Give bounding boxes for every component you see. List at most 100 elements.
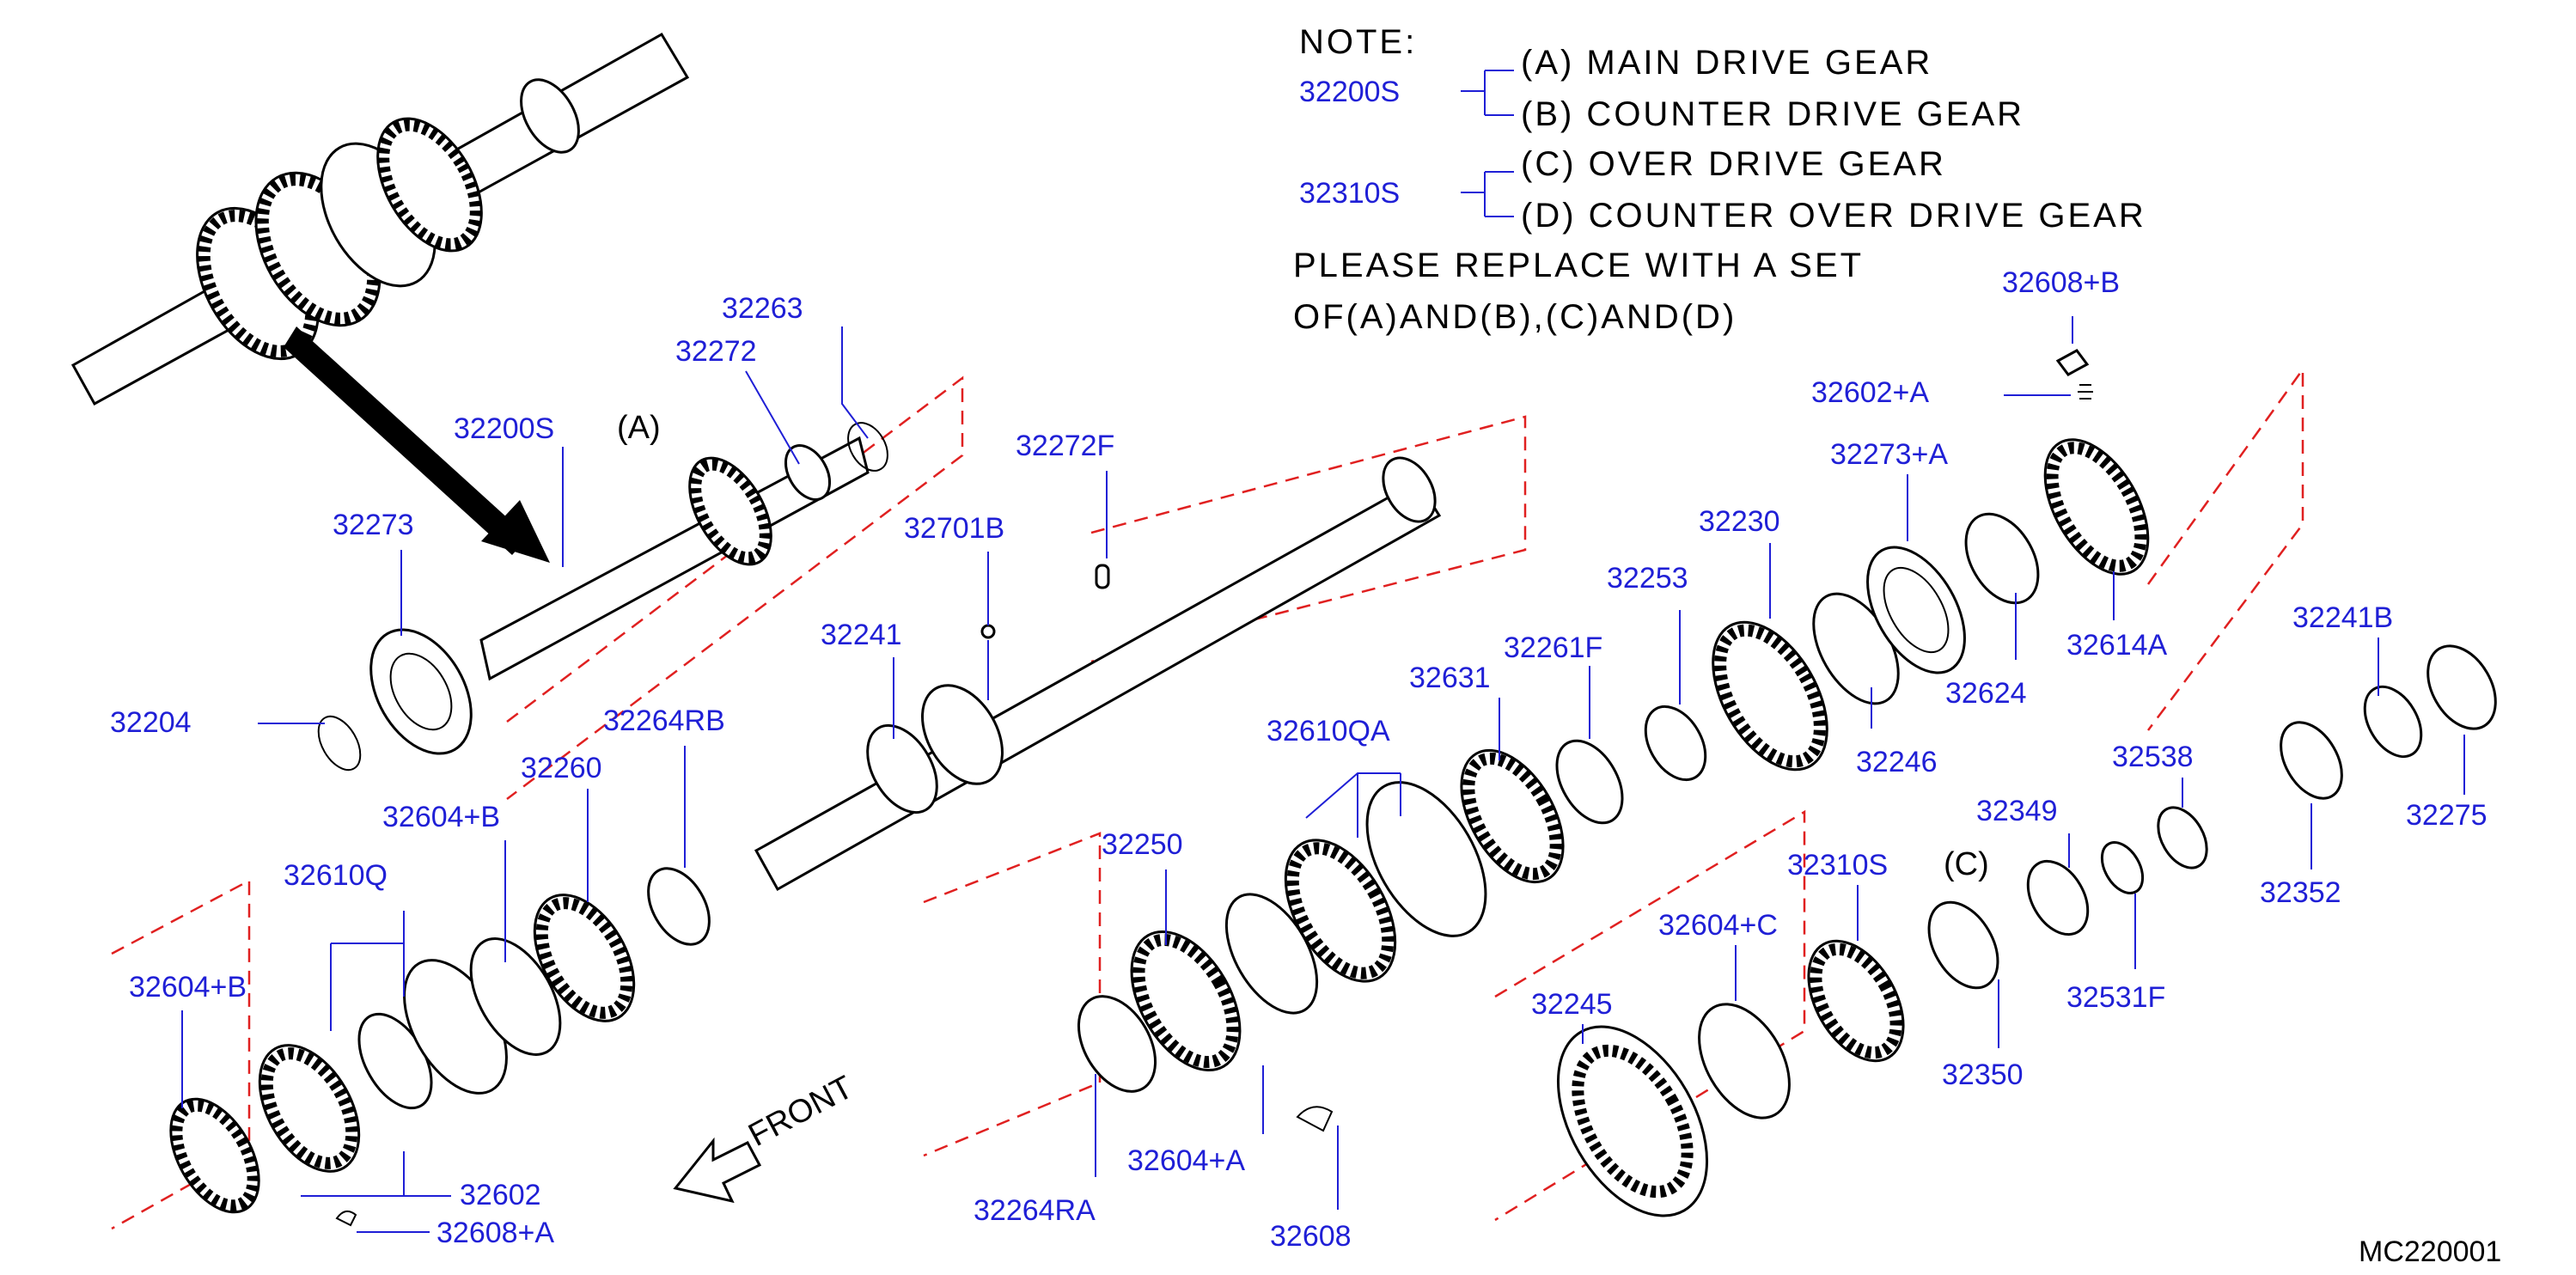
label-32230: 32230 — [1699, 505, 1780, 538]
note-item-b: (B) COUNTER DRIVE GEAR — [1521, 95, 2024, 133]
label-32204: 32204 — [110, 706, 192, 739]
note-bracket-c-d — [1461, 171, 1514, 217]
group-outlines — [111, 366, 2304, 1230]
note-item-a: (A) MAIN DRIVE GEAR — [1521, 44, 1932, 82]
bushing-32349 — [2026, 859, 2090, 936]
leader-32610Q — [330, 911, 405, 1031]
thrust-bearing-32538 — [2157, 806, 2208, 869]
spring-32602A — [2078, 384, 2093, 400]
label-32250: 32250 — [1102, 828, 1183, 861]
sleeve-32245 — [1556, 1025, 1709, 1217]
key-32608 — [1296, 1106, 1334, 1132]
outline-shaft — [1090, 415, 1527, 663]
label-32531F: 32531F — [2066, 981, 2165, 1014]
label-32272F: 32272F — [1016, 430, 1114, 462]
main-drive-gear-assembly — [317, 422, 888, 772]
hub-32610QA-teeth — [1286, 842, 1395, 979]
bearing-32273A — [1866, 546, 1966, 674]
mainshaft-collar-2 — [921, 684, 1004, 785]
label-32200S: 32200S — [454, 412, 554, 445]
label-32352: 32352 — [2260, 876, 2341, 909]
baulk-ring-32631-teeth — [1462, 752, 1562, 881]
snap-ring-32204 — [317, 715, 362, 772]
label-32538: 32538 — [2112, 741, 2194, 773]
front-arrow-icon — [673, 1137, 762, 1204]
washer-32352 — [2280, 721, 2343, 800]
bushing-32253 — [1644, 705, 1707, 782]
outline-group-b — [2146, 366, 2304, 731]
label-32246: 32246 — [1856, 746, 1938, 778]
bearing-32273 — [369, 628, 473, 755]
overdrive-parts — [1556, 644, 2497, 1217]
assembled-collar — [520, 78, 580, 154]
note-replace-line1: PLEASE REPLACE WITH A SET — [1293, 247, 1864, 284]
gear-32310S — [1807, 939, 1905, 1063]
leader-lines — [181, 316, 2465, 1233]
ball-32701B — [980, 624, 996, 639]
gear-32310S-teeth — [1810, 943, 1902, 1059]
label-32701B: 32701B — [904, 512, 1004, 545]
collar-32624 — [1964, 512, 2040, 605]
pin-32272F — [1095, 564, 1110, 589]
label-32350: 32350 — [1942, 1058, 2024, 1091]
note-item-d: (D) COUNTER OVER DRIVE GEAR — [1521, 197, 2146, 235]
snap-ring-32263 — [847, 422, 888, 472]
gear-32614A-teeth — [2046, 442, 2147, 572]
label-32604B-lower: 32604+B — [129, 971, 247, 1004]
label-32264RA: 32264RA — [974, 1194, 1096, 1227]
baulk-ring-left-teeth — [170, 1099, 259, 1212]
label-32608: 32608 — [1270, 1220, 1352, 1253]
label-32241: 32241 — [821, 619, 902, 651]
mainshaft-spline-end — [1382, 456, 1437, 523]
label-32273A: 32273+A — [1830, 438, 1948, 471]
leader-32272 — [745, 370, 800, 465]
bearing-32264RA — [1077, 995, 1157, 1093]
bearing-32350 — [1927, 900, 1999, 990]
label-32604B-upper: 32604+B — [382, 801, 500, 833]
parts-geometry — [70, 32, 2497, 1227]
label-32263: 32263 — [722, 292, 803, 325]
leader-32602 — [301, 1151, 451, 1197]
sleeve-32610QA — [1365, 781, 1487, 937]
leader-32263 — [841, 326, 869, 439]
assembled-mainshaft — [70, 32, 690, 563]
note-part-32310S: 32310S — [1299, 177, 1400, 210]
label-32610Q: 32610Q — [284, 859, 388, 892]
label-32604C: 32604+C — [1658, 909, 1778, 942]
label-32602A: 32602+A — [1811, 376, 1929, 409]
hub-32610Q-teeth — [260, 1047, 358, 1169]
gear-32230-teeth — [1714, 624, 1826, 768]
note-bracket-a-b — [1461, 70, 1514, 116]
gear-32260-teeth — [535, 897, 633, 1019]
label-32272: 32272 — [675, 335, 757, 368]
gear-32614A — [2043, 438, 2150, 576]
label-32610QA: 32610QA — [1267, 715, 1390, 747]
front-arrow — [673, 1137, 762, 1204]
label-32245: 32245 — [1531, 988, 1613, 1021]
key-32608A — [335, 1210, 357, 1227]
group-marker-c: (C) — [1944, 846, 1989, 882]
hub-32610Q — [258, 1044, 361, 1173]
label-32273: 32273 — [333, 509, 414, 541]
outline-group-a — [506, 375, 964, 800]
bearing-32273A-inner — [1883, 566, 1950, 654]
label-32261F: 32261F — [1504, 631, 1602, 664]
baulk-ring-32604B — [469, 937, 562, 1056]
left-synchronizer-stack — [169, 867, 711, 1227]
middle-synchronizer-stack — [1077, 739, 1624, 1132]
outline-sync-left — [111, 878, 251, 1230]
label-32310S: 32310S — [1787, 849, 1888, 882]
note-replace-line2: OF(A)AND(B),(C)AND(D) — [1293, 298, 1737, 336]
nut-32241B — [2363, 685, 2423, 759]
assembly-arrow-shaft — [284, 326, 528, 555]
part-number-labels: 32263 32272 32200S (A) 32273 32204 32272… — [110, 266, 2501, 1268]
bearing-32264RB — [647, 867, 711, 946]
main-drive-gear-teeth — [689, 458, 772, 564]
label-32608A: 32608+A — [436, 1217, 554, 1249]
label-32349: 32349 — [1976, 795, 2058, 827]
mainshaft — [754, 456, 1442, 892]
assembly-arrow-head — [481, 500, 550, 563]
label-32624: 32624 — [1945, 677, 2027, 710]
washer-32531F — [2100, 841, 2145, 894]
